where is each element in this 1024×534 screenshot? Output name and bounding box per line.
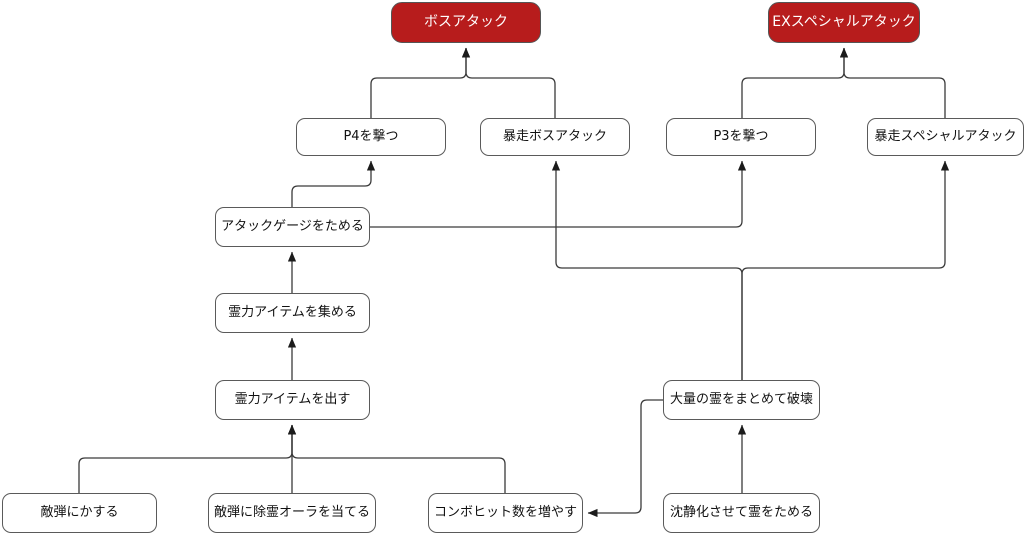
node-label-ex_special_attack: EXスペシャルアタック: [772, 13, 916, 30]
edge-mass_destroy-to-increase_combo: [587, 399, 663, 518]
node-label-charge_gauge: アタックゲージをためる: [221, 218, 364, 234]
node-label-runaway_special: 暴走スペシャルアタック: [874, 128, 1017, 144]
edge-charge_gauge-to-shoot_p4: [291, 160, 376, 207]
node-label-shoot_p3: P3を撃つ: [713, 128, 769, 144]
node-label-graze_bullets: 敵弾にかする: [40, 504, 119, 520]
node-drop_items[interactable]: 霊力アイテムを出す: [215, 380, 370, 420]
edge-charge_gauge-to-shoot_p3: [370, 160, 747, 228]
node-label-shoot_p4: P4を撃つ: [343, 128, 399, 144]
edge-increase_combo-to-drop_items: [287, 424, 506, 493]
edge-runaway_boss-to-boss_attack: [461, 47, 556, 118]
edge-group: [78, 47, 950, 518]
node-shoot_p3[interactable]: P3を撃つ: [666, 118, 816, 156]
node-label-drop_items: 霊力アイテムを出す: [234, 391, 351, 407]
edge-mass_destroy-to-runaway_boss: [551, 160, 743, 380]
node-runaway_special[interactable]: 暴走スペシャルアタック: [867, 118, 1024, 156]
edge-graze_bullets-to-drop_items: [78, 424, 297, 493]
edge-shoot_p3-to-ex_special_attack: [741, 47, 849, 118]
node-label-collect_items: 霊力アイテムを集める: [228, 304, 357, 320]
node-label-mass_destroy: 大量の霊をまとめて破壊: [670, 391, 814, 407]
edge-mass_destroy-to-runaway_special: [741, 160, 950, 380]
node-boss_attack[interactable]: ボスアタック: [391, 2, 541, 43]
node-label-aura_on_bullets: 敵弾に除霊オーラを当てる: [214, 504, 371, 520]
node-label-boss_attack: ボスアタック: [424, 13, 508, 30]
node-label-runaway_boss: 暴走ボスアタック: [502, 128, 607, 144]
node-shoot_p4[interactable]: P4を撃つ: [296, 118, 446, 156]
node-charge_gauge[interactable]: アタックゲージをためる: [215, 207, 370, 247]
node-label-increase_combo: コンボヒット数を増やす: [434, 504, 578, 520]
node-graze_bullets[interactable]: 敵弾にかする: [2, 493, 157, 533]
node-label-calm_store_spirits: 沈静化させて霊をためる: [670, 504, 814, 520]
node-calm_store_spirits[interactable]: 沈静化させて霊をためる: [663, 493, 820, 533]
node-runaway_boss[interactable]: 暴走ボスアタック: [480, 118, 630, 156]
node-aura_on_bullets[interactable]: 敵弾に除霊オーラを当てる: [208, 493, 376, 533]
node-ex_special_attack[interactable]: EXスペシャルアタック: [768, 2, 920, 43]
edge-runaway_special-to-ex_special_attack: [839, 47, 946, 118]
edge-shoot_p4-to-boss_attack: [370, 47, 471, 118]
node-mass_destroy[interactable]: 大量の霊をまとめて破壊: [663, 380, 820, 420]
node-increase_combo[interactable]: コンボヒット数を増やす: [428, 493, 583, 533]
node-collect_items[interactable]: 霊力アイテムを集める: [215, 293, 370, 333]
